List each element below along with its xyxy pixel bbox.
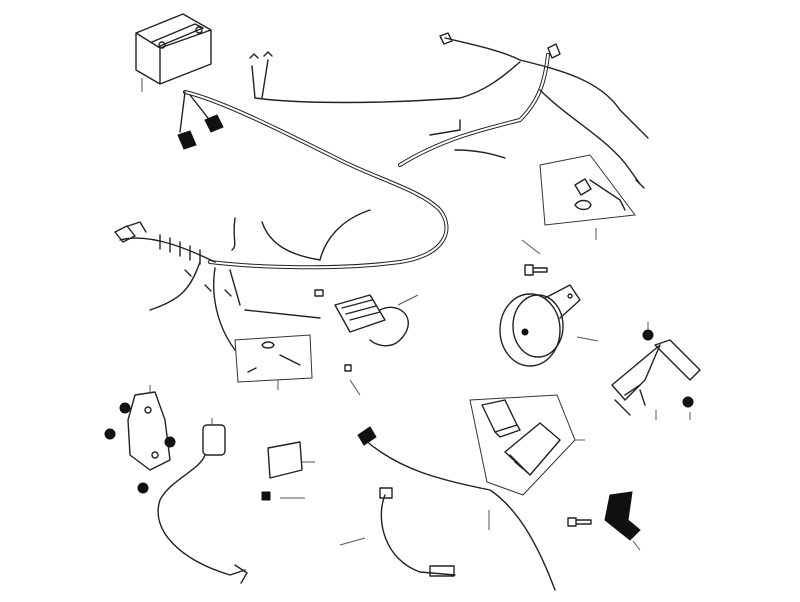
horn-bolt [521, 239, 548, 276]
battery [135, 13, 212, 92]
cdi-unit [261, 441, 315, 501]
regulator-rectifier [314, 289, 419, 396]
l-bracket [567, 491, 641, 551]
sub-harness-kit [539, 154, 636, 240]
ignition-coil [157, 418, 248, 584]
relay-box-left [234, 334, 313, 390]
sensor-cable [357, 426, 556, 591]
horn [499, 284, 599, 367]
relay-flasher-kit [469, 394, 585, 530]
main-wiring-harness [114, 32, 649, 351]
mounting-bracket [611, 322, 701, 420]
oxygen-sensor [339, 487, 456, 577]
mounting-plate [104, 385, 176, 494]
coupler-connectors [177, 91, 224, 150]
